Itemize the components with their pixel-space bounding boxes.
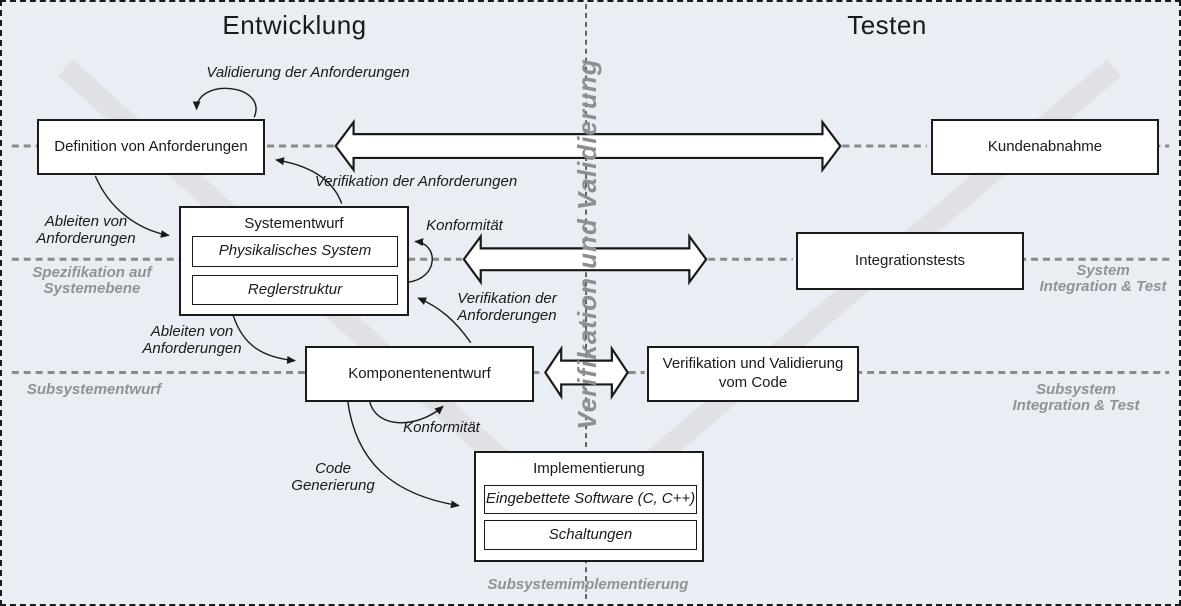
label-subsystementwurf: Subsystementwurf [26,381,162,398]
box-eingebettete-software[interactable]: Eingebettete Software (C, C++) [484,485,697,514]
label-code-generierung: Code Generierung [291,460,375,494]
box-kundenabnahme[interactable]: Kundenabnahme [931,119,1159,175]
arrow-code-generation [346,400,460,509]
box-systementwurf[interactable]: Systementwurf Physikalisches System Regl… [179,206,409,316]
box-komponentenentwurf[interactable]: Komponentenentwurf [305,346,534,402]
arrow-conformity-loop-2 [368,400,444,424]
arrow-verify-requirements-2 [417,297,472,344]
arrow-verify-requirements-top [275,157,343,204]
label-verifikation-der-anforderungen-2: Verifikation der Anforderungen [457,290,557,324]
label-validierung-der-anforderungen: Validierung der Anforderungen [206,64,410,81]
box-physikalisches-system[interactable]: Physikalisches System [192,236,398,267]
section-title-development: Entwicklung [222,10,367,40]
arrow-derive-requirements-2 [232,315,296,364]
label-verifikation-und-validierung-axis: Verifikation und Validierung [572,58,602,430]
box-implementierung-title: Implementierung [533,460,645,477]
box-schaltungen[interactable]: Schaltungen [484,520,697,550]
label-verifikation-der-anforderungen-top: Verifikation der Anforderungen [314,173,518,190]
label-ableiten-von-anforderungen-2: Ableiten von Anforderungen [142,323,242,357]
label-spezifikation-systemebene: Spezifikation auf Systemebene [32,264,152,297]
label-konformitaet-1: Konformität [426,217,503,234]
block-arrow-system [462,233,708,286]
section-title-testing: Testen [847,10,927,40]
label-ableiten-von-anforderungen-1: Ableiten von Anforderungen [36,213,136,247]
label-system-integration-test: System Integration & Test [1039,262,1167,295]
box-verifikation-validierung-code[interactable]: Verifikation und Validierung vom Code [647,346,859,402]
arrow-conformity-loop-1 [408,238,433,283]
block-arrow-subsystem [543,345,630,400]
box-implementierung[interactable]: Implementierung Eingebettete Software (C… [474,451,704,562]
box-reglerstruktur[interactable]: Reglerstruktur [192,275,398,305]
box-definition-anforderungen[interactable]: Definition von Anforderungen [37,119,265,175]
arrow-validation-loop [192,87,257,118]
box-integrationstests[interactable]: Integrationstests [796,232,1024,290]
arrow-derive-requirements-1 [94,175,170,238]
box-systementwurf-title: Systementwurf [244,215,344,232]
block-arrow-requirements [334,118,842,174]
label-subsystemimplementierung: Subsystemimplementierung [487,576,689,593]
label-konformitaet-2: Konformität [403,419,480,436]
label-subsystem-integration-test: Subsystem Integration & Test [1012,381,1140,414]
